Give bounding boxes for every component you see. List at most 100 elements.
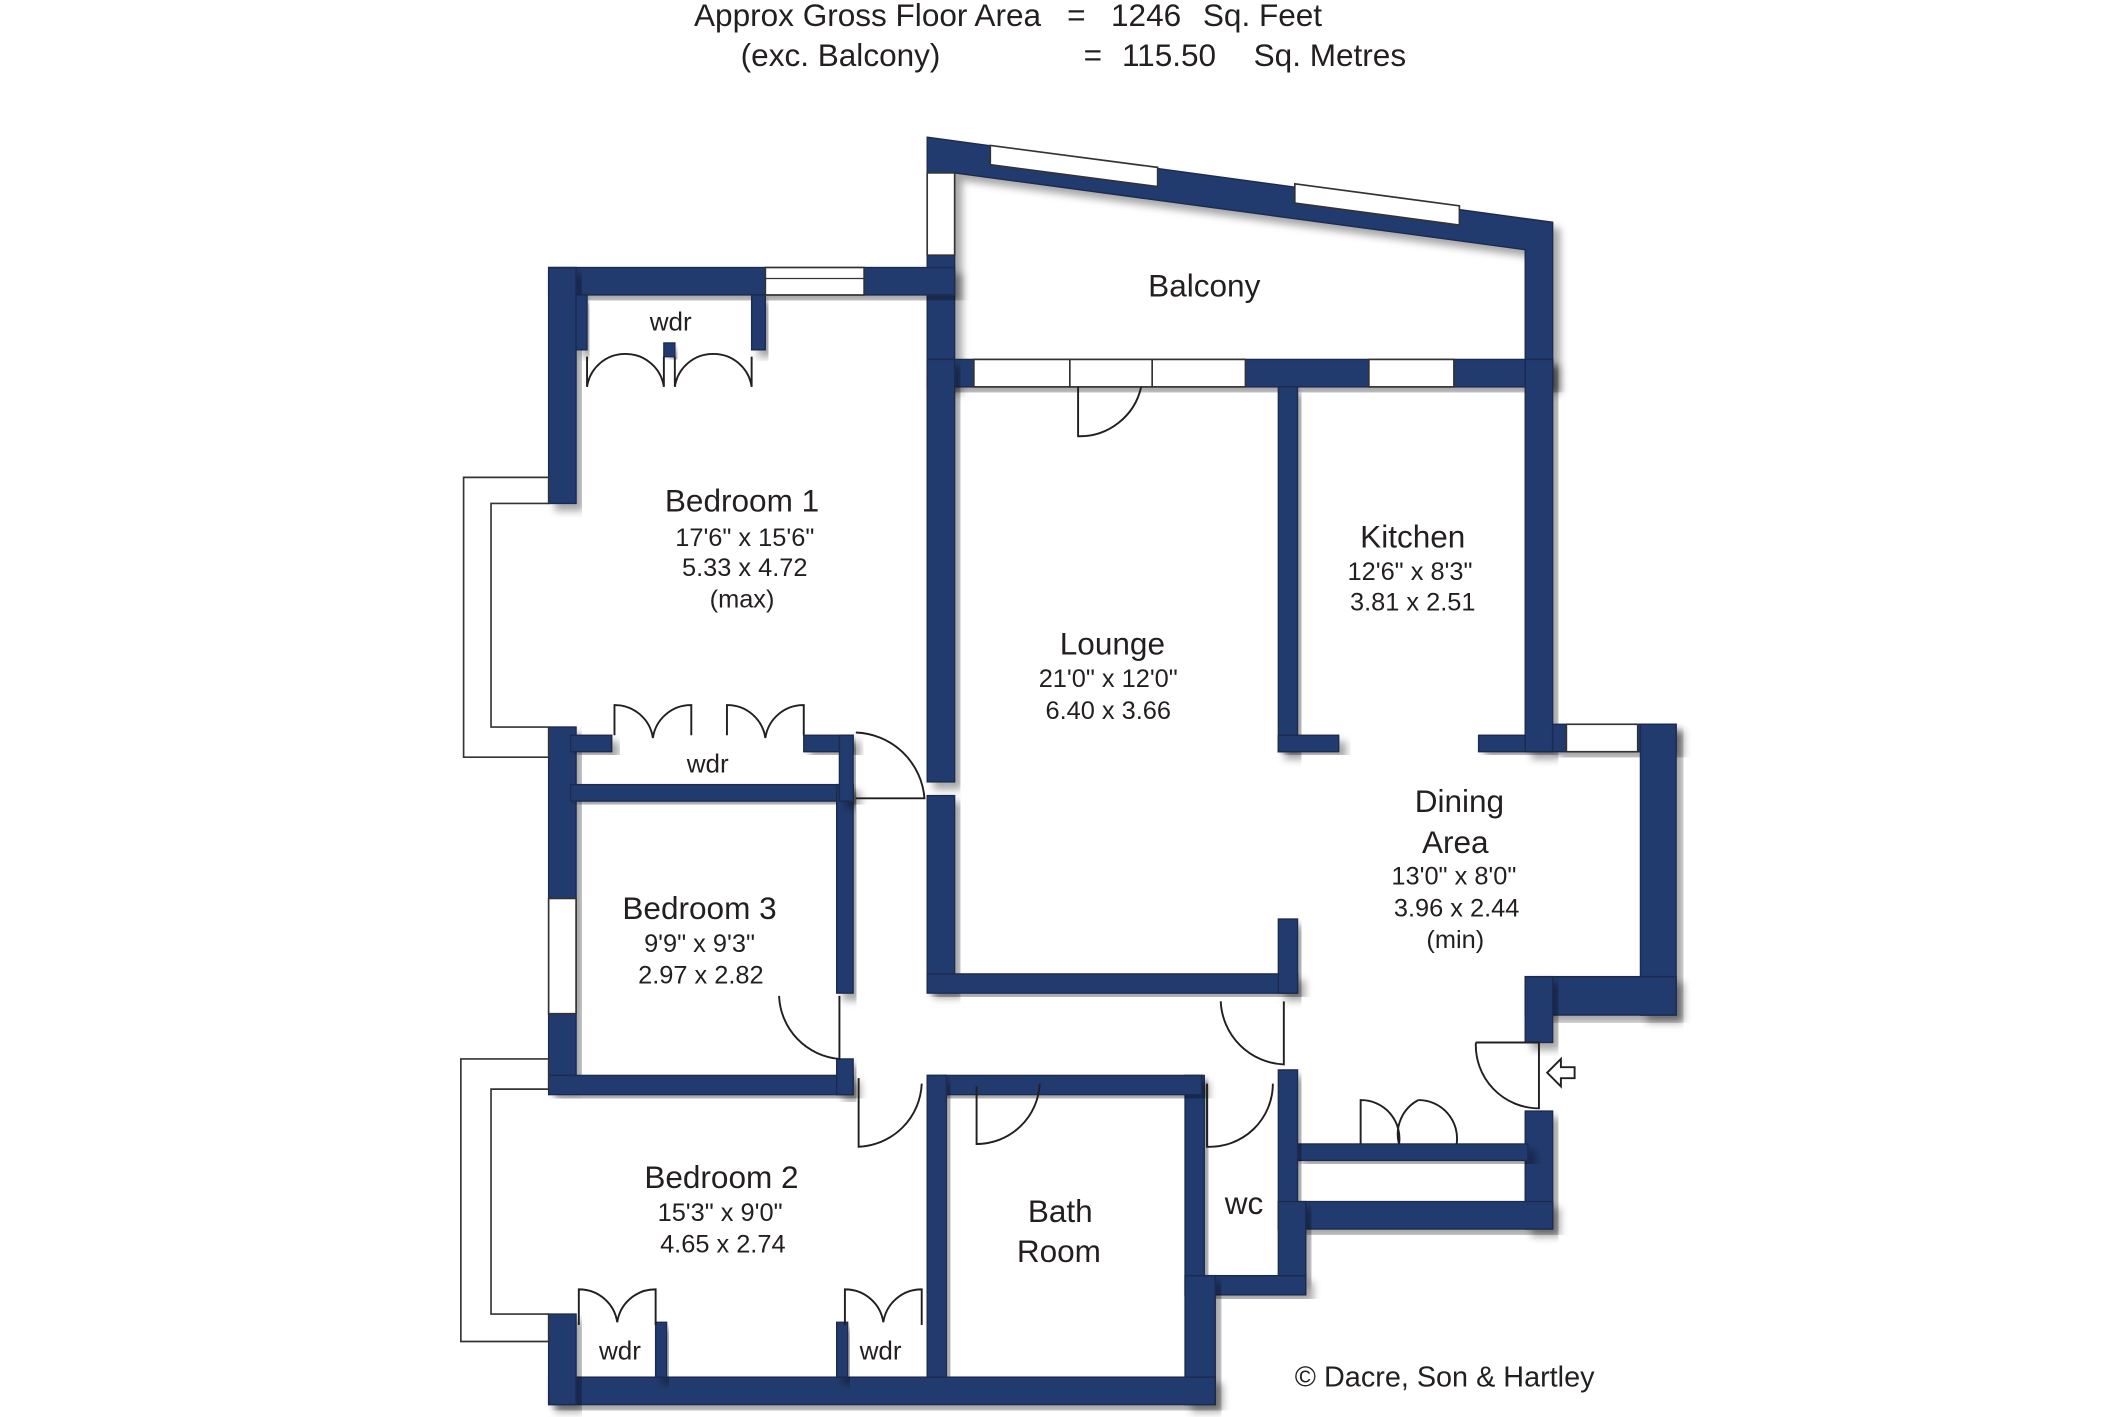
dining-right-wall [1639,723,1677,1016]
dining-name-line2: Area [1422,824,1489,860]
window [1368,358,1455,388]
bedroom2-metric: 4.65 x 2.74 [660,1230,786,1258]
bedroom3-name: Bedroom 3 [622,890,776,926]
kitchen-metric: 3.81 x 2.51 [1350,588,1475,616]
wc-left-wall [1184,1074,1205,1296]
dining-metric: 3.96 x 2.44 [1394,894,1520,922]
wardrobe-door [586,352,665,388]
header-line2-eq: = [1084,37,1102,73]
bath-door [975,1083,1041,1145]
wdr-label: wdr [686,748,729,778]
lounge-bottom-wall [926,973,1299,994]
bath-top-wall [926,1074,1203,1096]
bedroom3-door [778,995,841,1060]
kitchen-imperial: 12'6" x 8'3" [1348,558,1473,586]
wdr-label: wdr [649,307,692,337]
store-top-wall [1294,1143,1529,1162]
wdr-wall [838,734,854,802]
bedroom2-door [857,1078,923,1148]
kitchen-left-wall [1277,386,1299,753]
bathroom-name-line2: Room [1017,1233,1101,1269]
wc-door [1206,1083,1274,1148]
bedroom1-name: Bedroom 1 [665,483,819,519]
bedroom3-metric: 2.97 x 2.82 [638,962,764,990]
header-line2-label: (exc. Balcony) [741,37,941,73]
room-labels: Balcony wdr Bedroom 1 17'6" x 15'6" 5.33… [598,267,1519,1365]
bedroom1-top-wall [547,266,956,296]
window [926,172,956,257]
lounge-stub-wall [1277,918,1299,994]
entrance-door [1474,1041,1540,1110]
bedroom2-left-wall-lower [547,1313,577,1406]
kitchen-right-wall [1524,358,1554,753]
wdr-label: wdr [859,1335,902,1365]
bottom-wall [547,1376,1216,1406]
window [1293,182,1461,226]
window [764,266,865,296]
bath-left-wall [926,1074,948,1378]
window [1151,358,1247,388]
bedroom1-left-wall-upper [547,266,577,505]
bay-window [462,476,550,759]
balcony-door [1077,386,1143,438]
lounge-metric: 6.40 x 3.66 [1046,697,1172,725]
kitchen-name: Kitchen [1360,518,1465,554]
wardrobe-door [673,352,753,388]
wardrobe-door [613,704,693,739]
wardrobe-door [577,1288,657,1326]
entrance-arrow-icon [1545,1056,1576,1089]
doors [577,352,1576,1326]
header-line2-value: 115.50 [1122,37,1216,73]
bedroom1-note: (max) [710,586,775,614]
wardrobe-door [725,704,805,739]
wdr-wall [569,734,613,753]
lounge-left-wall-lower [926,794,956,992]
wdr-label: wdr [598,1335,641,1365]
store-bottom-wall [1294,1200,1554,1230]
store-door [1359,1099,1419,1145]
kitchen-stub-wall [1277,734,1340,753]
window [989,144,1159,188]
bedroom2-name: Bedroom 2 [644,1159,798,1195]
bathroom-name-line1: Bath [1028,1193,1093,1229]
lounge-name: Lounge [1060,625,1165,661]
bedroom3-imperial: 9'9" x 9'3" [644,930,755,958]
header-line2-unit: Sq. Metres [1254,37,1406,73]
bedroom1-imperial: 17'6" x 15'6" [675,524,814,552]
wc-bottom-wall [1200,1274,1307,1296]
header-line1-value: 1246 [1111,0,1181,33]
wc-name: wc [1224,1185,1264,1221]
balcony-wall [926,136,1554,388]
walls [547,136,1677,1406]
copyright: © Dacre, Son & Hartley [1295,1362,1595,1394]
header-line1-eq: = [1067,0,1085,33]
dining-imperial: 13'0" x 8'0" [1391,863,1516,891]
wardrobe-door [843,1288,923,1326]
wdr-wall [654,1321,668,1378]
entrance-wall-upper [1524,975,1554,1044]
lounge-imperial: 21'0" x 12'0" [1039,665,1178,693]
header-line1-label: Approx Gross Floor Area [694,0,1041,33]
lounge-door [855,731,926,800]
wdr-wall [835,1321,849,1378]
wdr-wall [750,294,767,351]
dining-name-line1: Dining [1415,783,1504,819]
dining-note: (min) [1426,926,1484,954]
area-header: Approx Gross Floor Area = 1246 Sq. Feet … [694,0,1406,73]
wc-right-lower-wall [1277,1200,1307,1280]
bedroom2-imperial: 15'3" x 9'0" [658,1199,783,1227]
window [973,358,1071,388]
windows [460,144,1639,1343]
bedroom3-top-wall [569,783,854,802]
hall-door [1219,1001,1285,1066]
bedroom3-right-stub [835,1058,854,1096]
header-line1-unit: Sq. Feet [1203,0,1322,33]
window [1565,723,1639,753]
store-door [1418,1099,1459,1145]
wdr-wall [575,294,588,351]
window [547,897,577,1015]
bedroom1-metric: 5.33 x 4.72 [682,554,808,582]
bay-window [460,1058,550,1343]
lounge-left-wall [926,358,956,783]
